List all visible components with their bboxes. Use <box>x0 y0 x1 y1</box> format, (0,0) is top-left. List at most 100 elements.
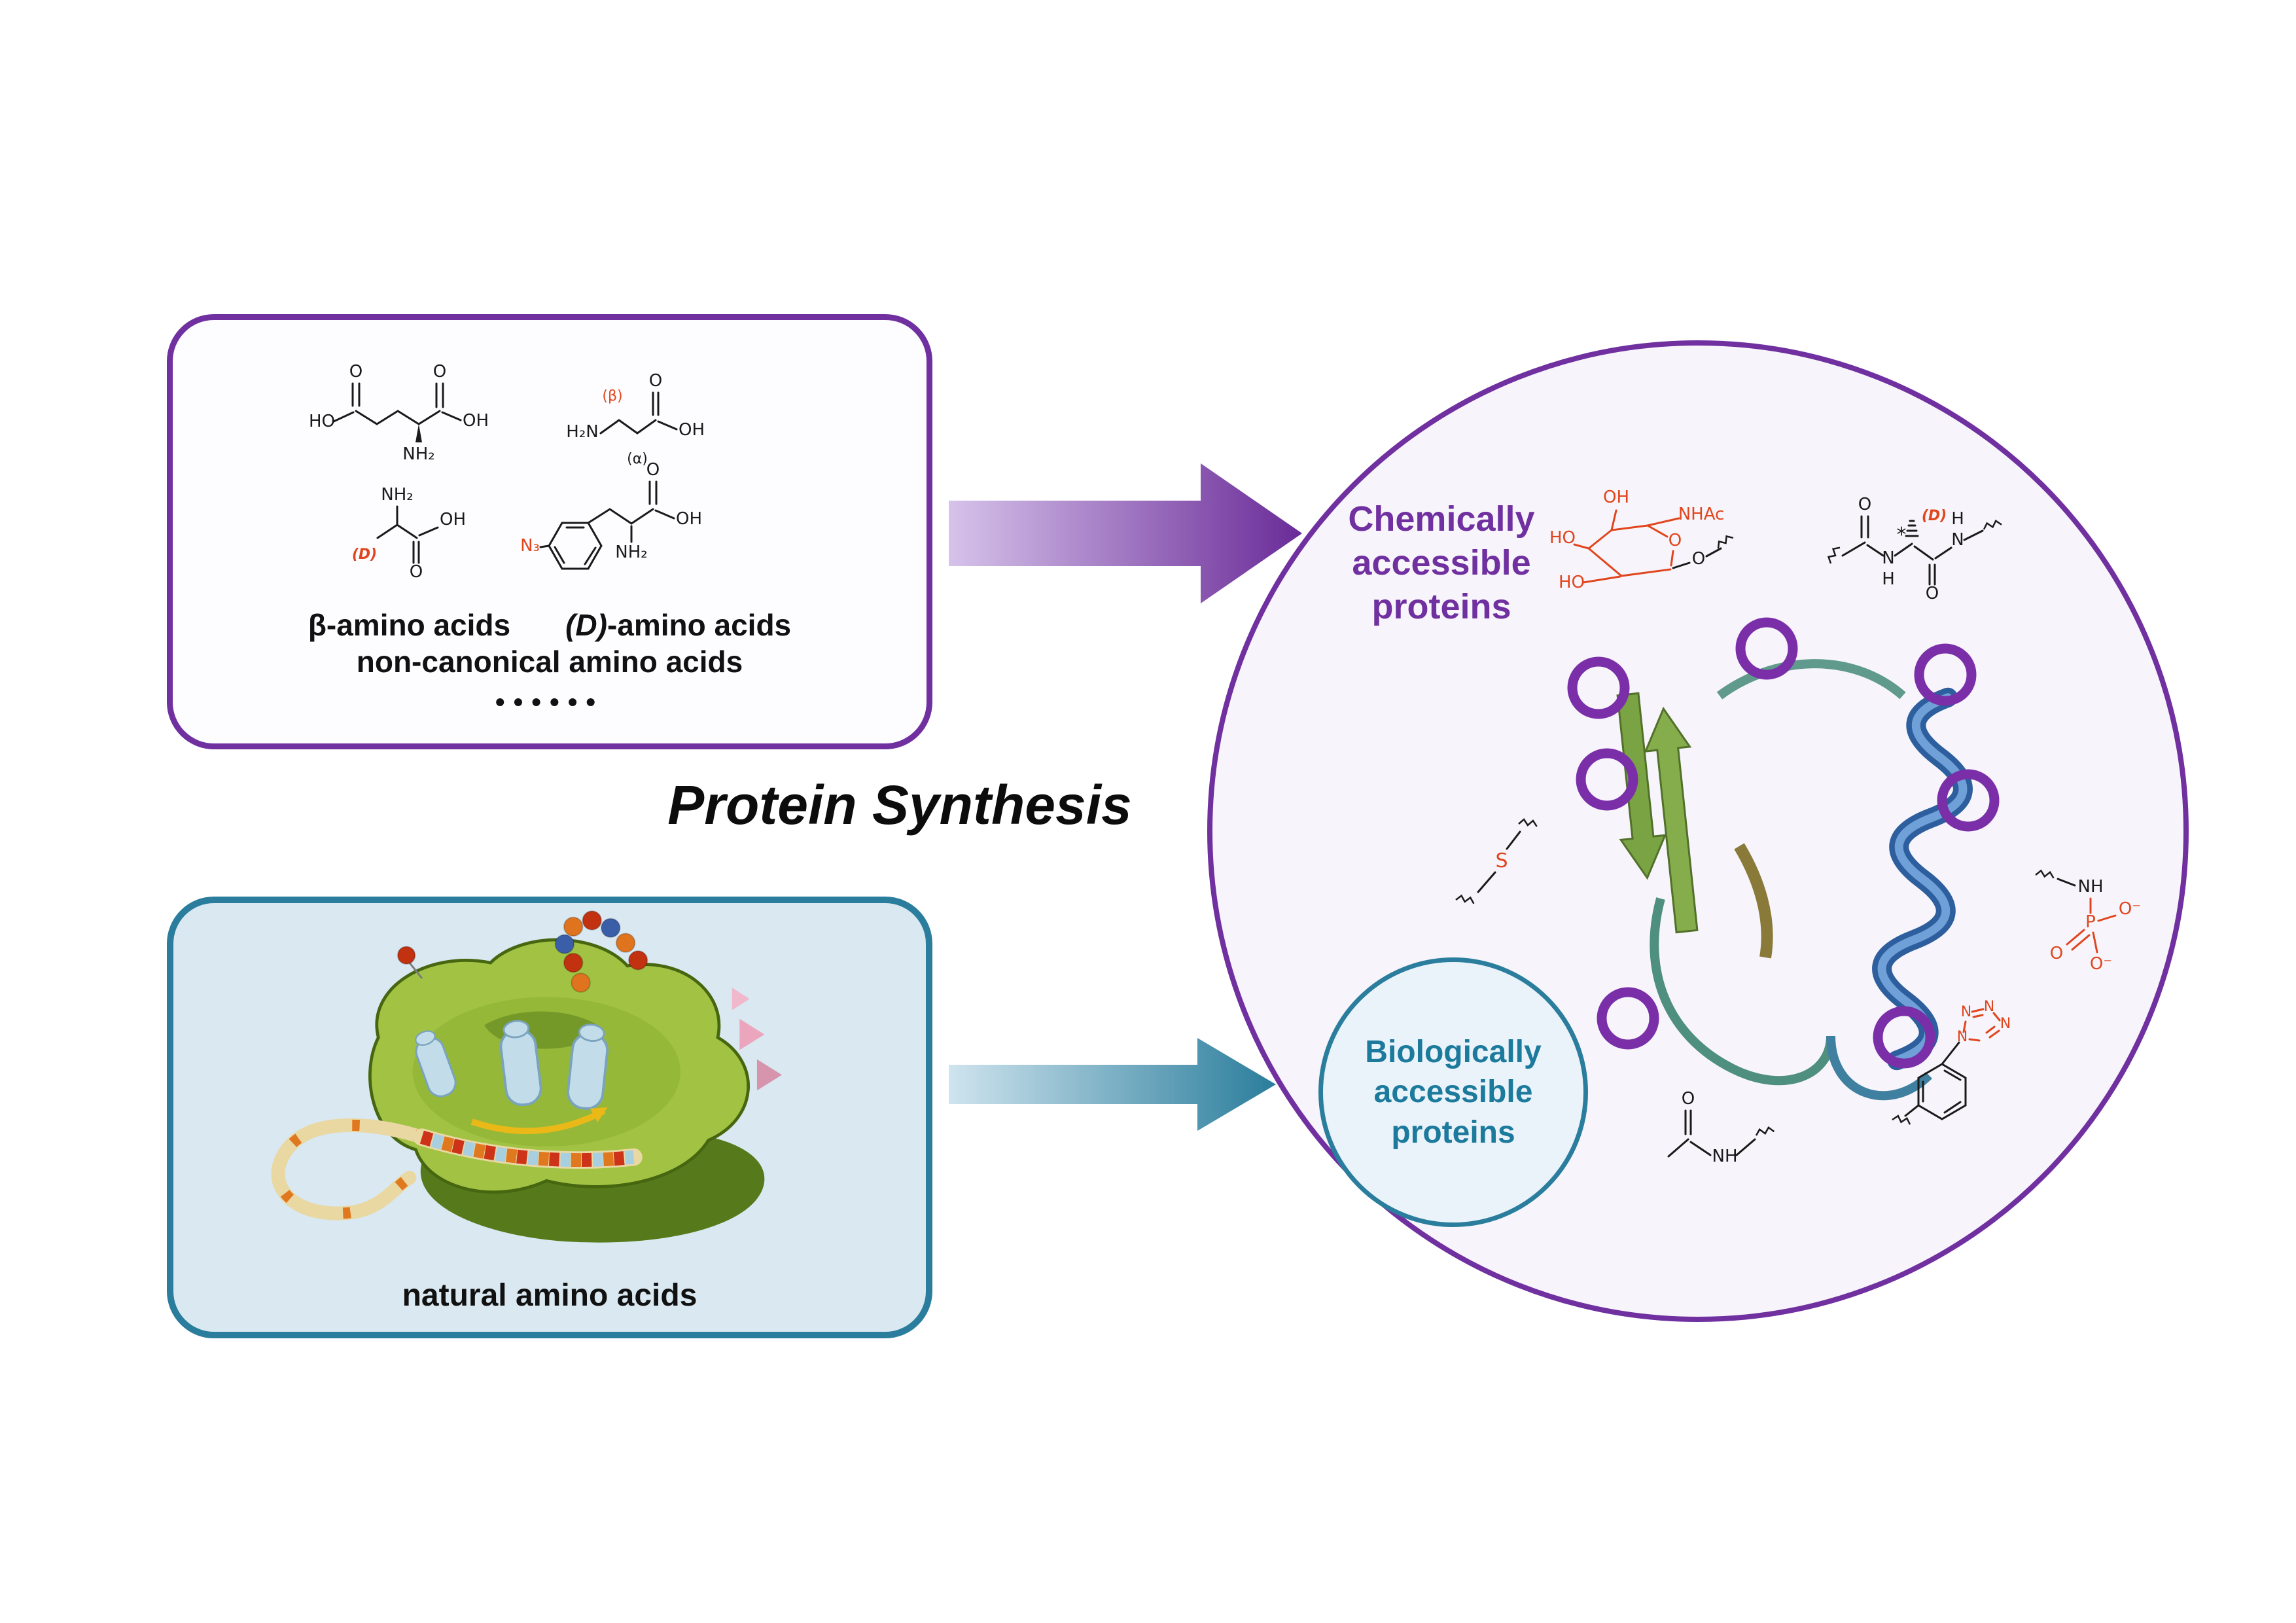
atom-label: NH₂ <box>615 543 647 562</box>
glycosidic-oxygen-label: O <box>1692 549 1705 569</box>
panel-captions: β-amino acids (D)-amino acids non-canoni… <box>173 607 927 719</box>
beta-position-label: (β) <box>602 388 622 404</box>
atom-label: NH₂ <box>381 485 413 505</box>
protein-ribbon <box>1567 617 2000 1101</box>
protein-synthesis-title: Protein Synthesis <box>667 774 1132 836</box>
atom-label: O <box>433 362 446 382</box>
noncanonical-amino-acids-panel: HO O NH₂ O OH H₂N (β) (α) O OH NH₂ <box>167 314 932 749</box>
atom-label: H <box>1951 509 1964 529</box>
atom-label: OH <box>440 510 466 529</box>
atom-label: O <box>410 562 423 582</box>
products-circle: Chemically accessible proteins O OH HO H… <box>1207 340 2189 1322</box>
ribosome-illustration <box>271 910 783 1243</box>
noncanonical-label: non-canonical amino acids <box>356 645 743 679</box>
biologically-accessible-badge: Biologically accessible proteins <box>1318 957 1588 1227</box>
beta-amino-acids-label: β-amino acids <box>308 608 511 642</box>
atom-label: O <box>1926 584 1939 603</box>
tetrazole-n-label: N <box>1961 1004 1971 1020</box>
chain-squiggle <box>1714 533 1735 550</box>
atom-label: HO <box>1559 573 1585 592</box>
tetrazole-n-label: N <box>1984 999 1994 1015</box>
natural-amino-acids-label: natural amino acids <box>402 1278 698 1313</box>
mrna-loop <box>271 1118 429 1221</box>
trna-a-site <box>567 1024 609 1110</box>
ribosome-shading <box>412 997 680 1147</box>
ribbon-loop-bottom <box>1826 1035 1932 1101</box>
incoming-amino-acid-bead <box>397 946 416 965</box>
wedge-bond <box>415 424 422 442</box>
chain-squiggle <box>1517 817 1539 828</box>
atom-label: HO <box>309 412 335 431</box>
ellipsis-dots: •••••• <box>495 687 605 718</box>
atom-label: OH <box>679 420 705 440</box>
exit-arrow-mid <box>739 1018 765 1050</box>
modification-ring <box>1597 987 1659 1050</box>
azido-phenylalanine-structure: N₃ NH₂ O OH <box>520 460 702 570</box>
modification-ring <box>1873 1006 1935 1069</box>
chain-squiggle <box>1455 893 1476 905</box>
atom-label: OH <box>463 411 489 431</box>
atom-label: N <box>1951 530 1964 550</box>
modification-ring <box>1937 769 2000 832</box>
glutamic-acid-structure: HO O NH₂ O OH <box>309 362 489 464</box>
d-amino-acids-label: (D)-amino acids <box>565 608 792 642</box>
d-backbone-structure: O N H * (D) O N H <box>1825 495 2003 603</box>
biological-route-arrow <box>949 1038 1276 1131</box>
chem-label-line3: proteins <box>1371 586 1511 626</box>
atom-label: HO <box>1549 528 1576 548</box>
alpha-position-label: (α) <box>627 451 648 467</box>
atom-label: OH <box>676 509 702 529</box>
bio-label-line3: proteins <box>1391 1115 1515 1150</box>
acetyl-structure: O NH <box>1667 1089 1775 1166</box>
chain-squiggle <box>1754 1126 1775 1137</box>
nhac-label: NHAc <box>1678 505 1725 524</box>
d-alanine-structure: NH₂ (D) O OH <box>352 485 466 582</box>
atom-label: NH₂ <box>402 444 434 464</box>
mrna-codon-red <box>419 1130 635 1168</box>
ring-oxygen-label: O <box>1669 531 1682 550</box>
beta-alanine-structure: H₂N (β) (α) O OH <box>566 371 705 467</box>
chem-label-line2: accessible <box>1352 543 1531 582</box>
translocation-arrowhead <box>590 1107 608 1122</box>
glycan-structure: O OH HO HO NHAc O <box>1549 488 1735 592</box>
modification-site-rings <box>1567 617 2000 1069</box>
chain-squiggle <box>1825 544 1841 565</box>
atom-label: O <box>2050 944 2063 963</box>
chemical-route-arrow <box>949 463 1302 603</box>
exit-arrow-small <box>732 988 750 1010</box>
tetrazole-n-label: N <box>2000 1016 2011 1032</box>
modification-ring <box>1914 643 1977 706</box>
nascent-peptide-chain <box>554 910 648 993</box>
modification-ring <box>1735 617 1798 680</box>
atom-label: OH <box>1603 488 1629 507</box>
phosphorus-label: P <box>2085 912 2096 932</box>
phosphate-structure: NH P O⁻ O O⁻ <box>2034 868 2141 974</box>
trna-entering <box>415 1030 457 1097</box>
ribbon-strand-olive <box>1734 843 1773 959</box>
mrna-codon-orange <box>419 1130 635 1168</box>
trna-p-site <box>499 1020 542 1107</box>
atom-label: H₂N <box>566 422 598 442</box>
atom-label: O <box>649 371 662 391</box>
bio-label-line2: accessible <box>1373 1075 1533 1110</box>
chain-squiggle <box>1981 518 2003 531</box>
atom-label: O <box>1858 495 1871 514</box>
nh-label: NH <box>1712 1147 1738 1166</box>
chemically-accessible-label: Chemically accessible proteins <box>1311 497 1572 629</box>
aryl-tetrazole-structure: N N N N <box>1891 999 2011 1126</box>
atom-label: O <box>646 460 660 480</box>
beta-sheet-arrow-1 <box>1644 706 1699 934</box>
nh-label: NH <box>2078 877 2104 897</box>
atom-label: O⁻ <box>2119 899 2141 919</box>
azide-label: N₃ <box>520 536 540 556</box>
ribbon-loop-top <box>1716 659 1906 700</box>
d-config-label: (D) <box>1922 508 1947 524</box>
alpha-helix <box>1872 687 1973 1071</box>
tetrazole-n-label: N <box>1957 1029 1968 1045</box>
thioether-structure: S <box>1455 817 1539 905</box>
chain-squiggle <box>2034 868 2056 880</box>
d-config-label: (D) <box>352 546 377 563</box>
translocation-arrow <box>470 1108 606 1134</box>
atom-label: O⁻ <box>2090 954 2112 974</box>
